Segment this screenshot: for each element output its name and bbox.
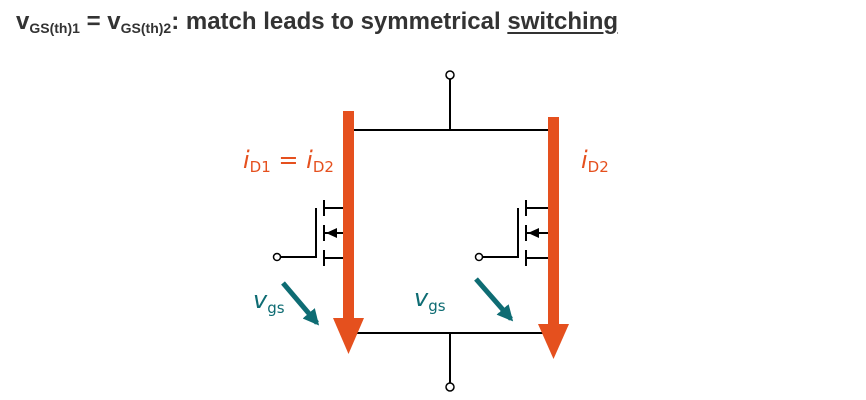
slide-title: vGS(th)1 = vGS(th)2: match leads to symm… — [16, 8, 619, 36]
vgs-arrow-right — [474, 277, 514, 322]
top-terminal — [445, 70, 455, 130]
gate-terminal-right — [474, 252, 484, 262]
bottom-terminal — [445, 333, 455, 392]
label-vgs-right: vgs — [414, 284, 446, 315]
label-id1-equals-id2: iD1 = iD2 — [243, 146, 334, 176]
gate-terminal-left — [272, 252, 282, 262]
mosfet-right — [474, 130, 550, 333]
label-id2-right: iD2 — [581, 146, 609, 176]
label-vgs-left: vgs — [253, 286, 285, 317]
drain-current-arrow-left — [333, 111, 364, 354]
drain-current-arrow-right — [538, 117, 569, 359]
vgs-arrow-left — [281, 281, 320, 326]
switching-word: switching — [507, 8, 619, 35]
